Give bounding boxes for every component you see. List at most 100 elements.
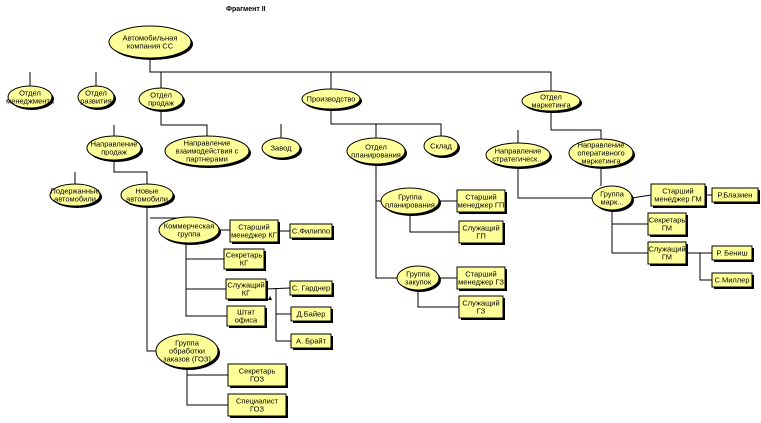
node-philippo[interactable]: С.Филиппо <box>289 223 334 240</box>
node-label: Склад <box>430 142 452 151</box>
node-bayer[interactable]: Д.Байер <box>290 306 333 323</box>
node-box <box>647 212 687 236</box>
node-oval <box>7 85 53 109</box>
node-box <box>223 248 265 270</box>
node-label: С.Филиппо <box>292 227 330 236</box>
node-label: Завод <box>271 144 293 153</box>
connector-line <box>330 109 442 136</box>
connector-line <box>275 289 291 342</box>
node-label: А. Брайт <box>296 337 327 346</box>
node-oval <box>591 185 633 211</box>
node-box <box>711 245 753 261</box>
node-label: С.Миллер <box>714 276 749 285</box>
node-warehouse[interactable]: Склад <box>423 135 460 158</box>
node-bright[interactable]: А. Брайт <box>290 333 333 350</box>
node-box <box>711 187 759 203</box>
node-oval <box>49 183 101 207</box>
node-box <box>650 183 706 207</box>
node-box <box>227 363 287 387</box>
diagram-title: Фрагмент II <box>226 6 266 13</box>
node-blazen[interactable]: Р.Блазиен <box>711 187 760 204</box>
connector-line <box>550 111 602 139</box>
node-gardner[interactable]: С. Гарднер <box>289 280 334 297</box>
node-label: Производство <box>307 95 356 104</box>
node-oval <box>380 187 440 215</box>
node-oval <box>568 138 634 168</box>
node-benish[interactable]: Р. Бениш <box>711 245 754 262</box>
connector-line <box>160 110 208 136</box>
node-oval <box>108 25 192 59</box>
connector-line <box>417 290 459 308</box>
node-factory[interactable]: Завод <box>261 137 302 160</box>
node-box <box>647 241 687 265</box>
connector-line <box>631 194 652 199</box>
node-box <box>711 272 753 288</box>
node-oval <box>423 135 459 157</box>
node-box <box>227 393 287 417</box>
node-box <box>456 189 506 213</box>
node-oval <box>164 135 250 167</box>
connector-line <box>149 58 552 91</box>
node-oval <box>485 142 551 168</box>
node-box <box>289 223 333 239</box>
node-label: С. Гарднер <box>292 284 330 293</box>
node-label: Р.Блазиен <box>718 191 753 200</box>
node-miller[interactable]: С.Миллер <box>711 272 754 289</box>
connector-line <box>146 206 156 352</box>
node-oval <box>138 87 184 111</box>
node-label: Р. Бениш <box>716 249 747 258</box>
node-production[interactable]: Производство <box>301 88 362 111</box>
node-oval <box>155 333 219 369</box>
